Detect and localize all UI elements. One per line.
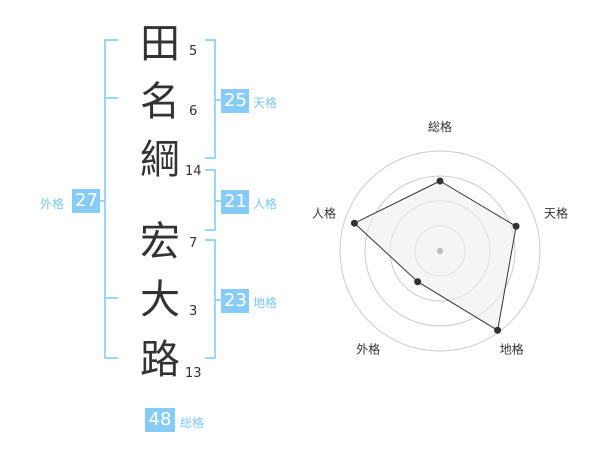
stroke-count-2: 6: [189, 104, 198, 119]
radar-point-総格: [436, 177, 444, 185]
radar-axis-label-2: 地格: [500, 342, 524, 357]
gaikaku-value-badge: 27: [72, 189, 100, 213]
chikaku-label: 地格: [253, 296, 278, 310]
jinkaku-value-badge: 21: [221, 190, 249, 214]
soukaku-value-badge: 48: [145, 408, 175, 432]
stroke-count-6: 13: [185, 366, 202, 381]
radar-axis-label-0: 総格: [428, 119, 452, 134]
jinkaku-bracket: [205, 169, 216, 231]
soukaku-label: 総格: [180, 416, 205, 430]
tenkaku-label: 天格: [253, 96, 278, 110]
radar-center-dot: [437, 248, 443, 254]
gaikaku-bracket: [104, 39, 118, 359]
radar-axis-label-1: 天格: [544, 205, 568, 220]
stroke-count-1: 5: [189, 44, 198, 59]
name-char-1: 田: [140, 21, 180, 67]
chikaku-bracket: [205, 239, 216, 359]
name-char-6: 路: [140, 337, 180, 383]
tenkaku-value-badge: 25: [221, 89, 249, 113]
name-char-3: 綱: [140, 137, 180, 183]
radar-point-地格: [494, 326, 502, 334]
radar-grid-ring-3: [364, 175, 516, 327]
stroke-count-3: 14: [185, 164, 202, 179]
name-char-5: 大: [140, 277, 180, 323]
radar-point-人格: [350, 219, 358, 227]
gaikaku-label: 外格: [40, 197, 65, 211]
stroke-count-5: 3: [189, 304, 198, 319]
radar-points: [350, 177, 520, 334]
stroke-count-4: 7: [189, 236, 198, 251]
radar-grid-ring-4: [339, 150, 541, 352]
name-char-2: 名: [140, 79, 180, 125]
radar-axis-label-3: 外格: [356, 342, 380, 357]
radar-polygon: [353, 180, 517, 332]
jinkaku-label: 人格: [253, 197, 278, 211]
tenkaku-bracket: [205, 39, 216, 159]
name-char-4: 宏: [140, 219, 180, 265]
radar-axis-label-4: 人格: [312, 205, 336, 220]
chikaku-value-badge: 23: [221, 289, 249, 313]
radar-point-天格: [512, 222, 520, 230]
radar-point-外格: [414, 278, 422, 286]
